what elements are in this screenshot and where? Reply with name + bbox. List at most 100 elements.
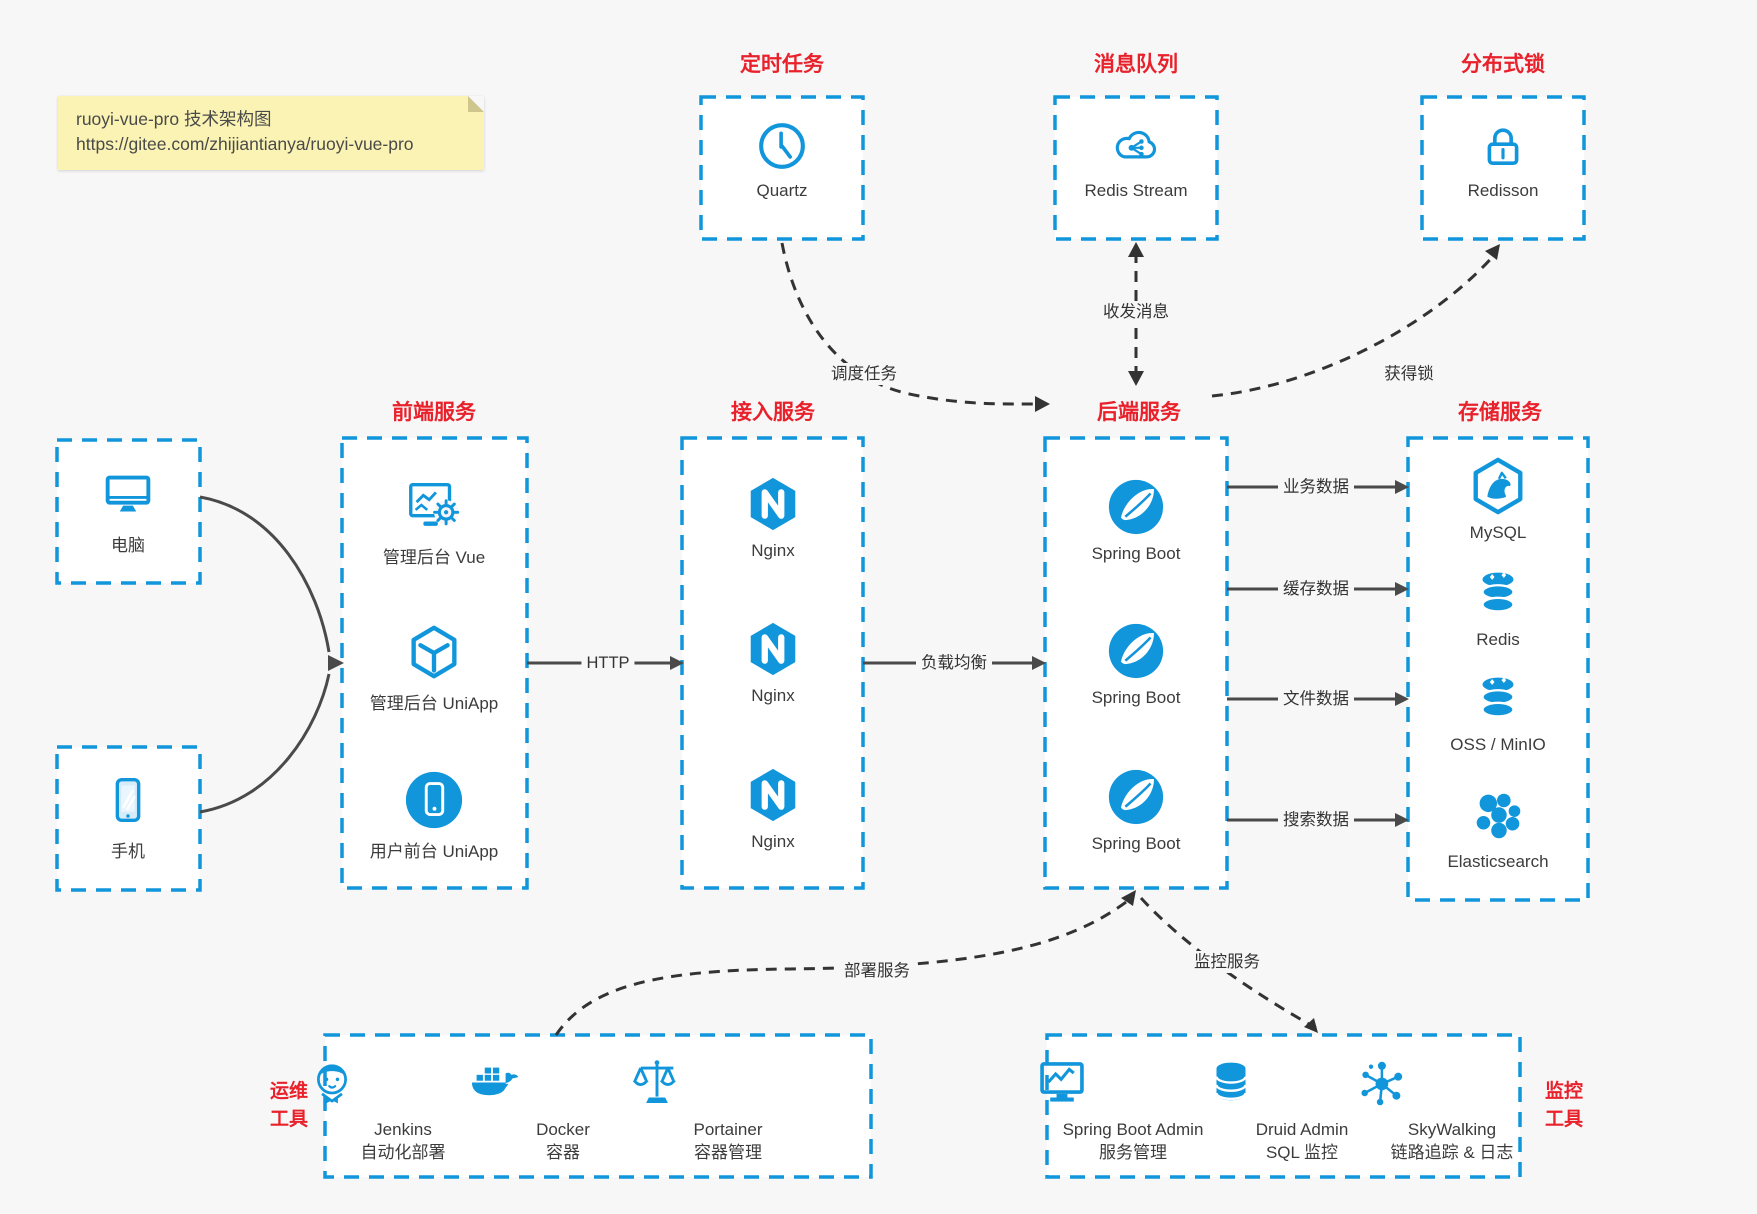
oss-minio-label: OSS / MinIO xyxy=(1450,735,1546,754)
title-access-services: 接入服务 xyxy=(731,401,815,424)
spring-boot-icon xyxy=(1105,766,1167,828)
monitor-tools-box xyxy=(1045,1033,1522,1179)
mobile-client-node: 手机 xyxy=(40,769,216,862)
admin-monitor-icon xyxy=(1033,1054,1091,1112)
portainer-tool: Portainer 容器管理 xyxy=(628,1054,828,1165)
pc-client-node: 电脑 xyxy=(40,463,216,556)
nginx-label-2: Nginx xyxy=(751,686,795,705)
nginx-icon xyxy=(742,764,804,826)
sba-desc: 服务管理 xyxy=(1099,1142,1167,1162)
spring-boot-node-1: Spring Boot xyxy=(1048,476,1224,564)
deploy-dashed-curve xyxy=(554,897,1131,1036)
business-data-edge-label: 业务数据 xyxy=(1278,476,1354,498)
cache-data-edge-label: 缓存数据 xyxy=(1278,578,1354,600)
user-app-icon xyxy=(403,769,465,831)
admin-uniapp-node: 管理后台 UniApp xyxy=(346,621,522,714)
spring-boot-admin-tool: Spring Boot Admin 服务管理 xyxy=(1033,1054,1233,1165)
skywalking-name: SkyWalking xyxy=(1407,1120,1497,1139)
redis-stream-node: Redis Stream xyxy=(1048,117,1224,201)
jenkins-name: Jenkins xyxy=(374,1120,432,1139)
clients-arrowhead xyxy=(328,655,344,671)
title-backend-services: 后端服务 xyxy=(1097,401,1181,424)
ops-tools-group-label: 运维 工具 xyxy=(269,1081,308,1130)
sba-name: Spring Boot Admin xyxy=(1062,1120,1204,1139)
title-message-queue: 消息队列 xyxy=(1094,53,1178,76)
desktop-icon xyxy=(97,463,159,525)
title-scheduled-tasks: 定时任务 xyxy=(740,53,824,76)
user-uniapp-node: 用户前台 UniApp xyxy=(346,769,522,862)
file-arrowhead xyxy=(1395,692,1409,706)
monitor-arrowhead xyxy=(1304,1018,1318,1033)
admin-vue-label: 管理后台 Vue xyxy=(382,548,486,567)
nginx-icon xyxy=(742,618,804,680)
database-icon xyxy=(1202,1054,1260,1112)
druid-desc: SQL 监控 xyxy=(1265,1142,1339,1162)
load-balance-edge-label: 负载均衡 xyxy=(916,652,992,674)
docker-tool: Docker 容器 xyxy=(463,1054,663,1165)
nginx-label-3: Nginx xyxy=(751,832,795,851)
druid-name: Druid Admin xyxy=(1255,1120,1349,1139)
jenkins-icon xyxy=(303,1054,361,1112)
mysql-icon xyxy=(1467,455,1529,517)
elasticsearch-node: Elasticsearch xyxy=(1410,784,1586,872)
schedule-dashed-curve xyxy=(780,242,1037,406)
oss-minio-node: OSS / MinIO xyxy=(1410,667,1586,755)
docker-name: Docker xyxy=(536,1120,590,1139)
druid-admin-tool: Druid Admin SQL 监控 xyxy=(1202,1054,1402,1165)
title-storage-services: 存储服务 xyxy=(1458,401,1542,424)
admin-vue-node: 管理后台 Vue xyxy=(346,475,522,568)
docker-desc: 容器 xyxy=(546,1142,580,1162)
quartz-label: Quartz xyxy=(756,181,808,200)
redisson-box xyxy=(1420,95,1586,241)
deploy-arrowhead xyxy=(1121,890,1136,906)
mysql-label: MySQL xyxy=(1469,523,1527,542)
schedule-arrowhead xyxy=(1035,396,1050,412)
mobile-client-label: 手机 xyxy=(111,842,145,861)
business-arrowhead xyxy=(1395,480,1409,494)
note-title: ruoyi-vue-pro 技术架构图 xyxy=(76,109,272,129)
redis-stack-icon xyxy=(1467,667,1529,729)
elasticsearch-icon xyxy=(1467,784,1529,846)
pc-to-frontend-arrow xyxy=(199,495,331,653)
monitor-edge-label: 监控服务 xyxy=(1189,951,1265,973)
lock-icon xyxy=(1474,117,1532,175)
http-arrowhead xyxy=(670,656,684,670)
spring-boot-icon xyxy=(1105,620,1167,682)
mobile-to-frontend-arrow xyxy=(199,673,331,814)
admin-uniapp-label: 管理后台 UniApp xyxy=(369,694,499,713)
elasticsearch-label: Elasticsearch xyxy=(1447,852,1549,871)
redis-stack-icon xyxy=(1467,562,1529,624)
spring-boot-label-3: Spring Boot xyxy=(1091,834,1181,853)
quartz-node: Quartz xyxy=(694,117,870,201)
pc-client-label: 电脑 xyxy=(111,536,145,555)
redis-stream-box xyxy=(1053,95,1219,241)
schedule-edge-label: 调度任务 xyxy=(826,363,902,385)
title-frontend-services: 前端服务 xyxy=(392,401,476,424)
pc-client-box xyxy=(55,438,202,585)
redis-node: Redis xyxy=(1410,562,1586,650)
nginx-node-1: Nginx xyxy=(685,473,861,561)
redis-stream-label: Redis Stream xyxy=(1084,181,1188,200)
note-url: https://gitee.com/zhijiantianya/ruoyi-vu… xyxy=(76,134,414,154)
file-data-edge-label: 文件数据 xyxy=(1278,688,1354,710)
spring-boot-icon xyxy=(1105,476,1167,538)
spring-boot-node-2: Spring Boot xyxy=(1048,620,1224,708)
http-edge-label: HTTP xyxy=(581,652,635,674)
skywalking-tool: SkyWalking 链路追踪 & 日志 xyxy=(1352,1054,1552,1165)
cloud-network-icon xyxy=(1107,117,1165,175)
cache-arrowhead xyxy=(1395,582,1409,596)
admin-vue-icon xyxy=(403,475,465,537)
jenkins-desc: 自动化部署 xyxy=(360,1142,446,1162)
note-fold-corner xyxy=(468,96,484,112)
portainer-name: Portainer xyxy=(693,1120,763,1139)
sticky-note: ruoyi-vue-pro 技术架构图 https://gitee.com/zh… xyxy=(58,96,484,170)
spring-boot-label-2: Spring Boot xyxy=(1091,688,1181,707)
load-balance-arrowhead xyxy=(1032,656,1046,670)
search-data-edge-label: 搜索数据 xyxy=(1278,809,1354,831)
acquire-lock-edge-label: 获得锁 xyxy=(1379,363,1439,385)
deploy-edge-label: 部署服务 xyxy=(839,960,915,982)
title-distributed-lock: 分布式锁 xyxy=(1461,53,1545,76)
jenkins-tool: Jenkins 自动化部署 xyxy=(303,1054,503,1165)
phone-icon xyxy=(97,769,159,831)
nginx-node-2: Nginx xyxy=(685,618,861,706)
